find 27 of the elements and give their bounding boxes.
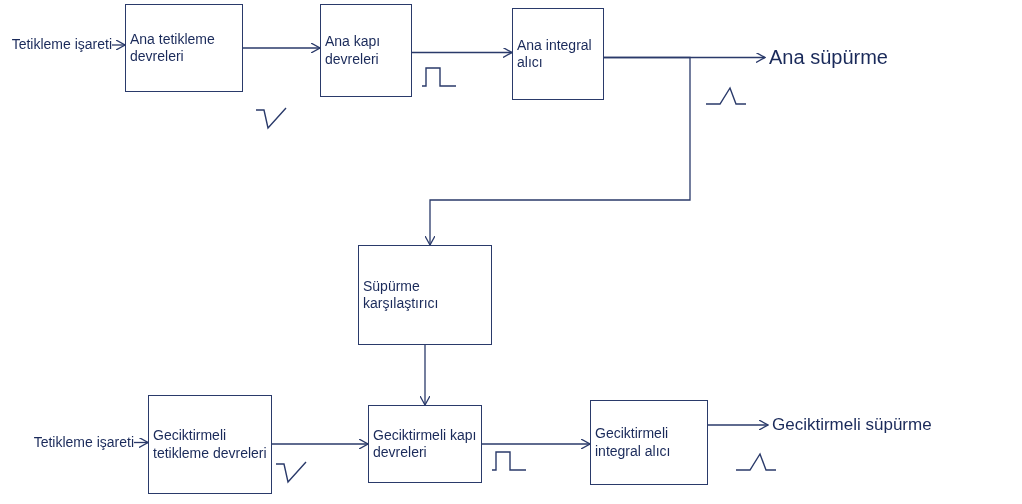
arrow bbox=[707, 419, 769, 431]
process-box bbox=[320, 4, 412, 97]
arrow bbox=[411, 46, 513, 59]
box-label: Ana tetikleme devreleri bbox=[130, 30, 216, 66]
arrow bbox=[271, 438, 369, 450]
signal-label: Geciktirmeli süpürme bbox=[772, 414, 933, 436]
signal-label: Tetikleme işareti bbox=[32, 433, 134, 452]
arrow bbox=[424, 56, 691, 246]
box-label: Geciktirmeli tetikleme devreleri bbox=[153, 427, 267, 462]
box-label: Geciktirmeli kapı devreleri bbox=[373, 426, 477, 462]
box-label: Geciktirmeli integral alıcı bbox=[595, 425, 672, 460]
process-box bbox=[358, 245, 492, 345]
process-box bbox=[125, 4, 243, 92]
arrow bbox=[133, 436, 149, 449]
box-label: Ana integral alıcı bbox=[517, 36, 593, 72]
box-label: Süpürme karşılaştırıcı bbox=[363, 277, 440, 313]
arrow bbox=[419, 344, 431, 406]
arrow bbox=[111, 39, 126, 51]
box-label: Ana kapı devreleri bbox=[325, 33, 382, 68]
process-box bbox=[368, 405, 482, 483]
process-box bbox=[512, 8, 604, 100]
process-box bbox=[590, 400, 708, 485]
process-box bbox=[148, 395, 272, 494]
signal-label: Ana süpürme bbox=[769, 45, 889, 70]
signal-label: Tetikleme işareti bbox=[10, 36, 112, 54]
arrow bbox=[242, 42, 321, 54]
arrow bbox=[481, 438, 591, 450]
